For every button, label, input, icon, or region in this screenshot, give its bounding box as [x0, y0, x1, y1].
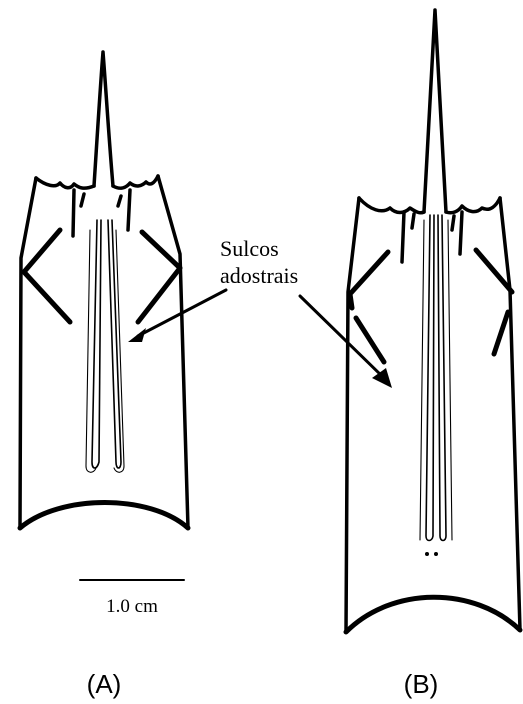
specimen-a-carapace-outline: [20, 176, 188, 528]
specimen-a-anterior-margin: [36, 176, 158, 188]
specimen-a-left-carina: [24, 230, 70, 322]
specimen-b-dot-left: [425, 552, 429, 556]
panel-label-b: (B): [404, 669, 439, 699]
annotation-line-1: Sulcos: [220, 236, 279, 261]
specimen-a-drawing: [20, 52, 188, 528]
specimen-b-anterior-margin: [359, 198, 500, 213]
scale-bar-label: 1.0 cm: [106, 596, 158, 617]
annotation-line-2: adostrais: [220, 263, 298, 288]
specimen-b-left-carina: [350, 252, 388, 362]
specimen-b-dot-right: [434, 552, 438, 556]
specimen-a-rostrum: [94, 52, 113, 186]
specimen-b-anterior-notches: [402, 212, 462, 262]
specimen-a-groove-outer: [86, 230, 124, 472]
specimen-b-adrostral-grooves: [426, 215, 446, 541]
specimen-b-rostrum: [424, 10, 446, 212]
specimen-a-posterior-margin: [20, 503, 188, 529]
panel-label-a: (A): [87, 669, 122, 699]
specimen-b-groove-outer: [420, 220, 452, 540]
specimen-a-right-carina: [138, 232, 180, 322]
specimen-b-drawing: [346, 10, 520, 632]
specimen-b-posterior-margin: [346, 597, 520, 632]
